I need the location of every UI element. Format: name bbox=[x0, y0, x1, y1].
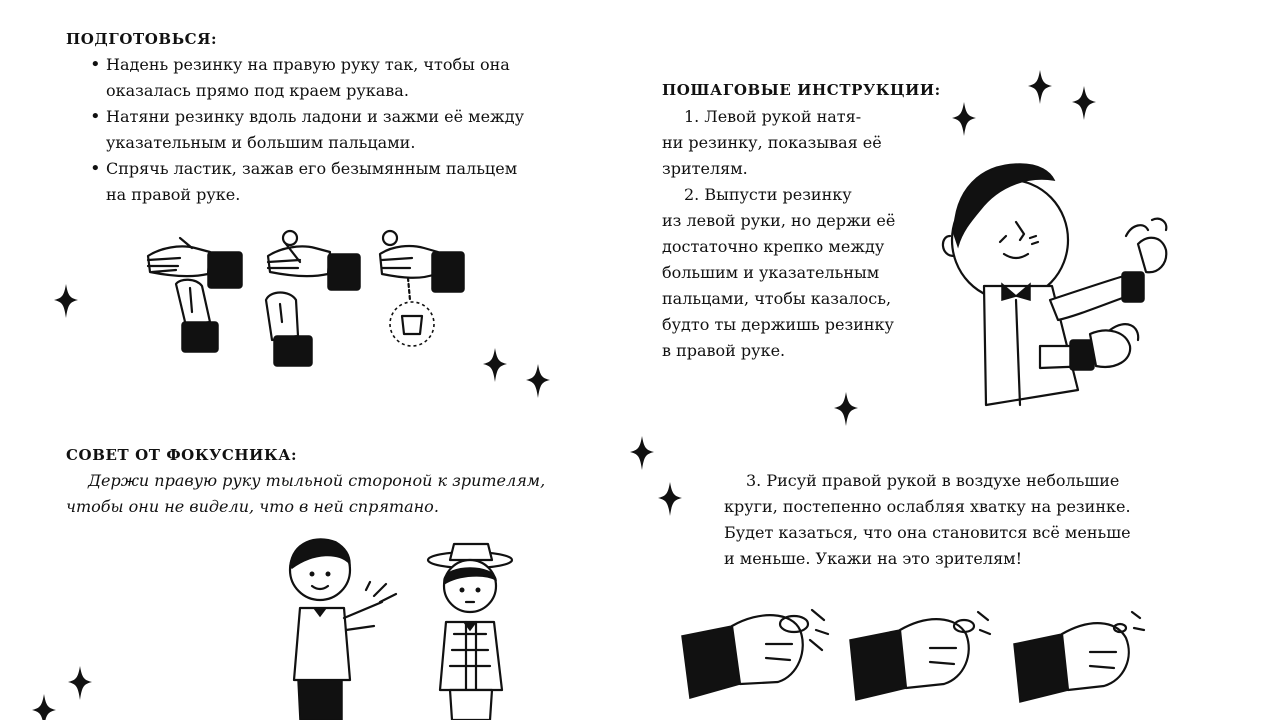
sparkle-icon bbox=[630, 436, 654, 470]
prepare-list: Надень резинку на правую руку так, чтобы… bbox=[66, 52, 566, 208]
list-item-line: Натяни резинку вдоль ладони и зажми её м… bbox=[106, 107, 525, 126]
sparkle-icon bbox=[54, 284, 78, 318]
sparkle-icon bbox=[1028, 70, 1052, 104]
steps-line: из левой руки, но держи её bbox=[662, 211, 896, 230]
step3-text: 3. Рисуй правой рукой в воздухе небольши… bbox=[724, 468, 1144, 572]
steps-line: в правой руке. bbox=[662, 341, 786, 360]
boy-rubber-band-illustration bbox=[941, 163, 1168, 407]
list-item: Надень резинку на правую руку так, чтобы… bbox=[66, 52, 566, 104]
steps-line: зрителям. bbox=[662, 159, 748, 178]
list-item: Натяни резинку вдоль ладони и зажми её м… bbox=[66, 104, 566, 156]
hand-icon bbox=[681, 608, 830, 699]
list-item-line: указательным и большим пальцами. bbox=[106, 133, 416, 152]
steps-text: 1. Левой рукой натя- ни резинку, показыв… bbox=[662, 104, 922, 364]
list-item-line: на правой руке. bbox=[106, 185, 241, 204]
sparkle-icon bbox=[526, 364, 550, 398]
step3-line: круги, постепенно ослабляя хватку на рез… bbox=[724, 497, 1131, 516]
step3-line: Будет казаться, что она становится всё м… bbox=[724, 523, 1131, 542]
steps-line: пальцами, чтобы казалось, bbox=[662, 289, 892, 308]
hand-icon bbox=[849, 610, 992, 701]
hand-icon bbox=[146, 236, 243, 353]
kids-illustration bbox=[288, 538, 514, 720]
sparkle-icon bbox=[32, 694, 56, 720]
eraser-icon bbox=[400, 314, 424, 336]
steps-line: 1. Левой рукой натя- bbox=[684, 107, 862, 126]
sparkle-icon bbox=[483, 348, 507, 382]
sparkle-icon bbox=[1072, 86, 1096, 120]
steps-line: ни резинку, показывая её bbox=[662, 133, 882, 152]
step3-line: 3. Рисуй правой рукой в воздухе небольши… bbox=[746, 471, 1120, 490]
sparkle-icon bbox=[658, 482, 682, 516]
prepare-hands-illustration bbox=[146, 229, 465, 367]
sparkle-icon bbox=[834, 392, 858, 426]
magician-boy-icon bbox=[941, 163, 1168, 407]
tip-heading: СОВЕТ ОТ ФОКУСНИКА: bbox=[66, 446, 298, 464]
hand-icon bbox=[264, 229, 361, 367]
steps-heading: ПОШАГОВЫЕ ИНСТРУКЦИИ: bbox=[662, 81, 941, 99]
hand-icon bbox=[378, 229, 465, 347]
prepare-heading: ПОДГОТОВЬСЯ: bbox=[66, 30, 218, 48]
sparkle-icon bbox=[952, 102, 976, 136]
list-item: Спрячь ластик, зажав его безымянным паль… bbox=[66, 156, 566, 208]
shrinking-band-hands-illustration bbox=[681, 608, 1146, 703]
tip-line: чтобы они не видели, что в ней спрятано. bbox=[66, 497, 439, 516]
steps-line: большим и указательным bbox=[662, 263, 880, 282]
list-item-line: оказалась прямо под краем рукава. bbox=[106, 81, 409, 100]
hand-icon bbox=[1013, 610, 1146, 703]
steps-line: будто ты держишь резинку bbox=[662, 315, 894, 334]
tip-text: Держи правую руку тыльной стороной к зри… bbox=[66, 468, 546, 520]
steps-line: 2. Выпусти резинку bbox=[684, 185, 852, 204]
assistant-girl-icon bbox=[426, 542, 514, 720]
step3-line: и меньше. Укажи на это зрителям! bbox=[724, 549, 1023, 568]
tip-line: Держи правую руку тыльной стороной к зри… bbox=[88, 471, 546, 490]
steps-line: достаточно крепко между bbox=[662, 237, 885, 256]
list-item-line: Надень резинку на правую руку так, чтобы… bbox=[106, 55, 510, 74]
sparkle-icon bbox=[68, 666, 92, 700]
magician-boy-icon bbox=[288, 538, 398, 720]
list-item-line: Спрячь ластик, зажав его безымянным паль… bbox=[106, 159, 518, 178]
